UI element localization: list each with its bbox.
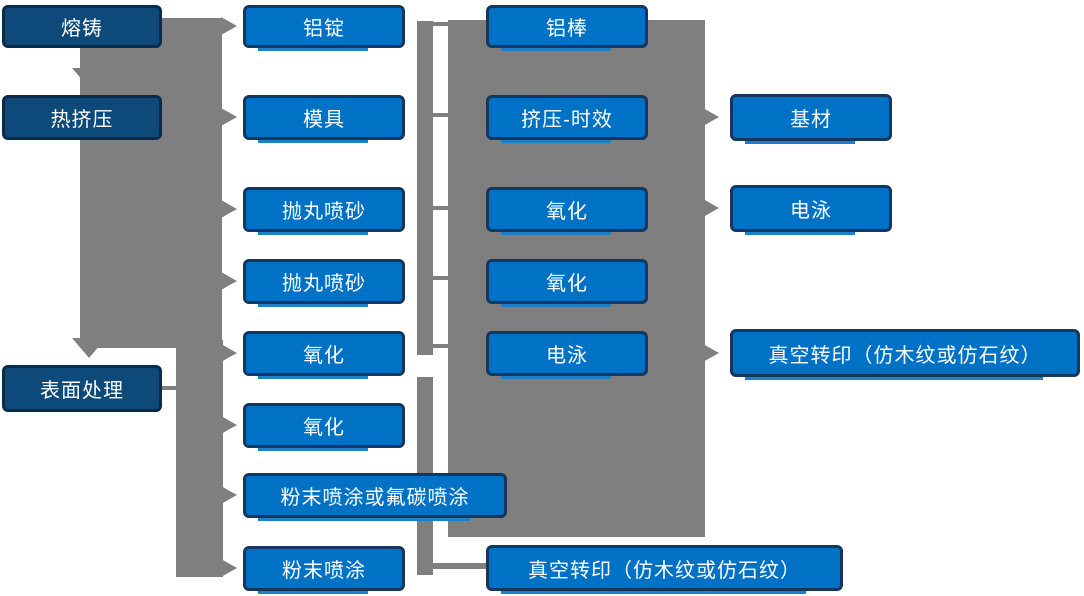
arrow-to-shot-blasting-2-icon xyxy=(221,272,237,290)
arrow-to-aluminum-ingot-icon xyxy=(221,17,237,35)
node-electrophoresis-a: 电泳 xyxy=(486,331,648,379)
arrow-down-to-surface-treatment-icon xyxy=(72,338,106,358)
arrow-to-electrophoresis-b-icon xyxy=(703,199,719,217)
node-powder-coating: 粉末喷涂 xyxy=(243,546,405,594)
arrow-to-shot-blasting-1-icon xyxy=(221,200,237,218)
arrow-to-vacuum-transfer-2-icon xyxy=(703,344,719,362)
arrow-to-oxidation-a1-icon xyxy=(221,344,237,362)
node-surface-treatment: 表面处理 xyxy=(2,365,162,412)
node-extrusion-aging: 挤压-时效 xyxy=(486,95,648,143)
arrow-to-powder-fluorocarbon-icon xyxy=(221,486,237,504)
connector-tick-row2 xyxy=(430,113,449,117)
node-oxidation-b2: 氧化 xyxy=(486,259,648,307)
node-aluminum-ingot: 铝锭 xyxy=(243,5,405,51)
node-oxidation-a2: 氧化 xyxy=(243,403,405,451)
node-vacuum-transfer-print-2: 真空转印（仿木纹或仿石纹） xyxy=(730,329,1080,380)
arrow-to-powder-coating-icon xyxy=(221,559,237,577)
node-shot-blasting-1: 抛丸喷砂 xyxy=(243,187,405,235)
node-oxidation-b1: 氧化 xyxy=(486,187,648,235)
connector-trunk-surface xyxy=(176,340,223,577)
node-electrophoresis-b: 电泳 xyxy=(730,185,892,235)
connector-tick-bottom xyxy=(430,563,487,569)
node-melting-casting: 熔铸 xyxy=(2,5,162,48)
connector-tick-row4 xyxy=(430,276,449,280)
arrow-to-base-material-icon xyxy=(703,108,719,126)
connector-tick-row3 xyxy=(430,206,449,210)
node-powder-or-fluorocarbon-coating: 粉末喷涂或氟碳喷涂 xyxy=(243,473,507,521)
node-mold: 模具 xyxy=(243,95,405,143)
node-aluminum-rod: 铝棒 xyxy=(486,5,648,51)
connector-tick-row1 xyxy=(430,22,449,26)
node-shot-blasting-2: 抛丸喷砂 xyxy=(243,259,405,307)
node-vacuum-transfer-print-1: 真空转印（仿木纹或仿石纹） xyxy=(486,545,843,594)
connector-tick-row5 xyxy=(430,344,449,348)
arrow-to-mold-icon xyxy=(221,108,237,126)
connector-band-upper xyxy=(417,21,433,355)
arrow-to-oxidation-a2-icon xyxy=(221,416,237,434)
connector-surface-link xyxy=(160,386,178,390)
node-hot-extrusion: 热挤压 xyxy=(2,95,162,140)
arrow-down-to-hot-extrusion-icon xyxy=(72,68,106,88)
node-base-material: 基材 xyxy=(730,94,892,144)
node-oxidation-a1: 氧化 xyxy=(243,331,405,379)
